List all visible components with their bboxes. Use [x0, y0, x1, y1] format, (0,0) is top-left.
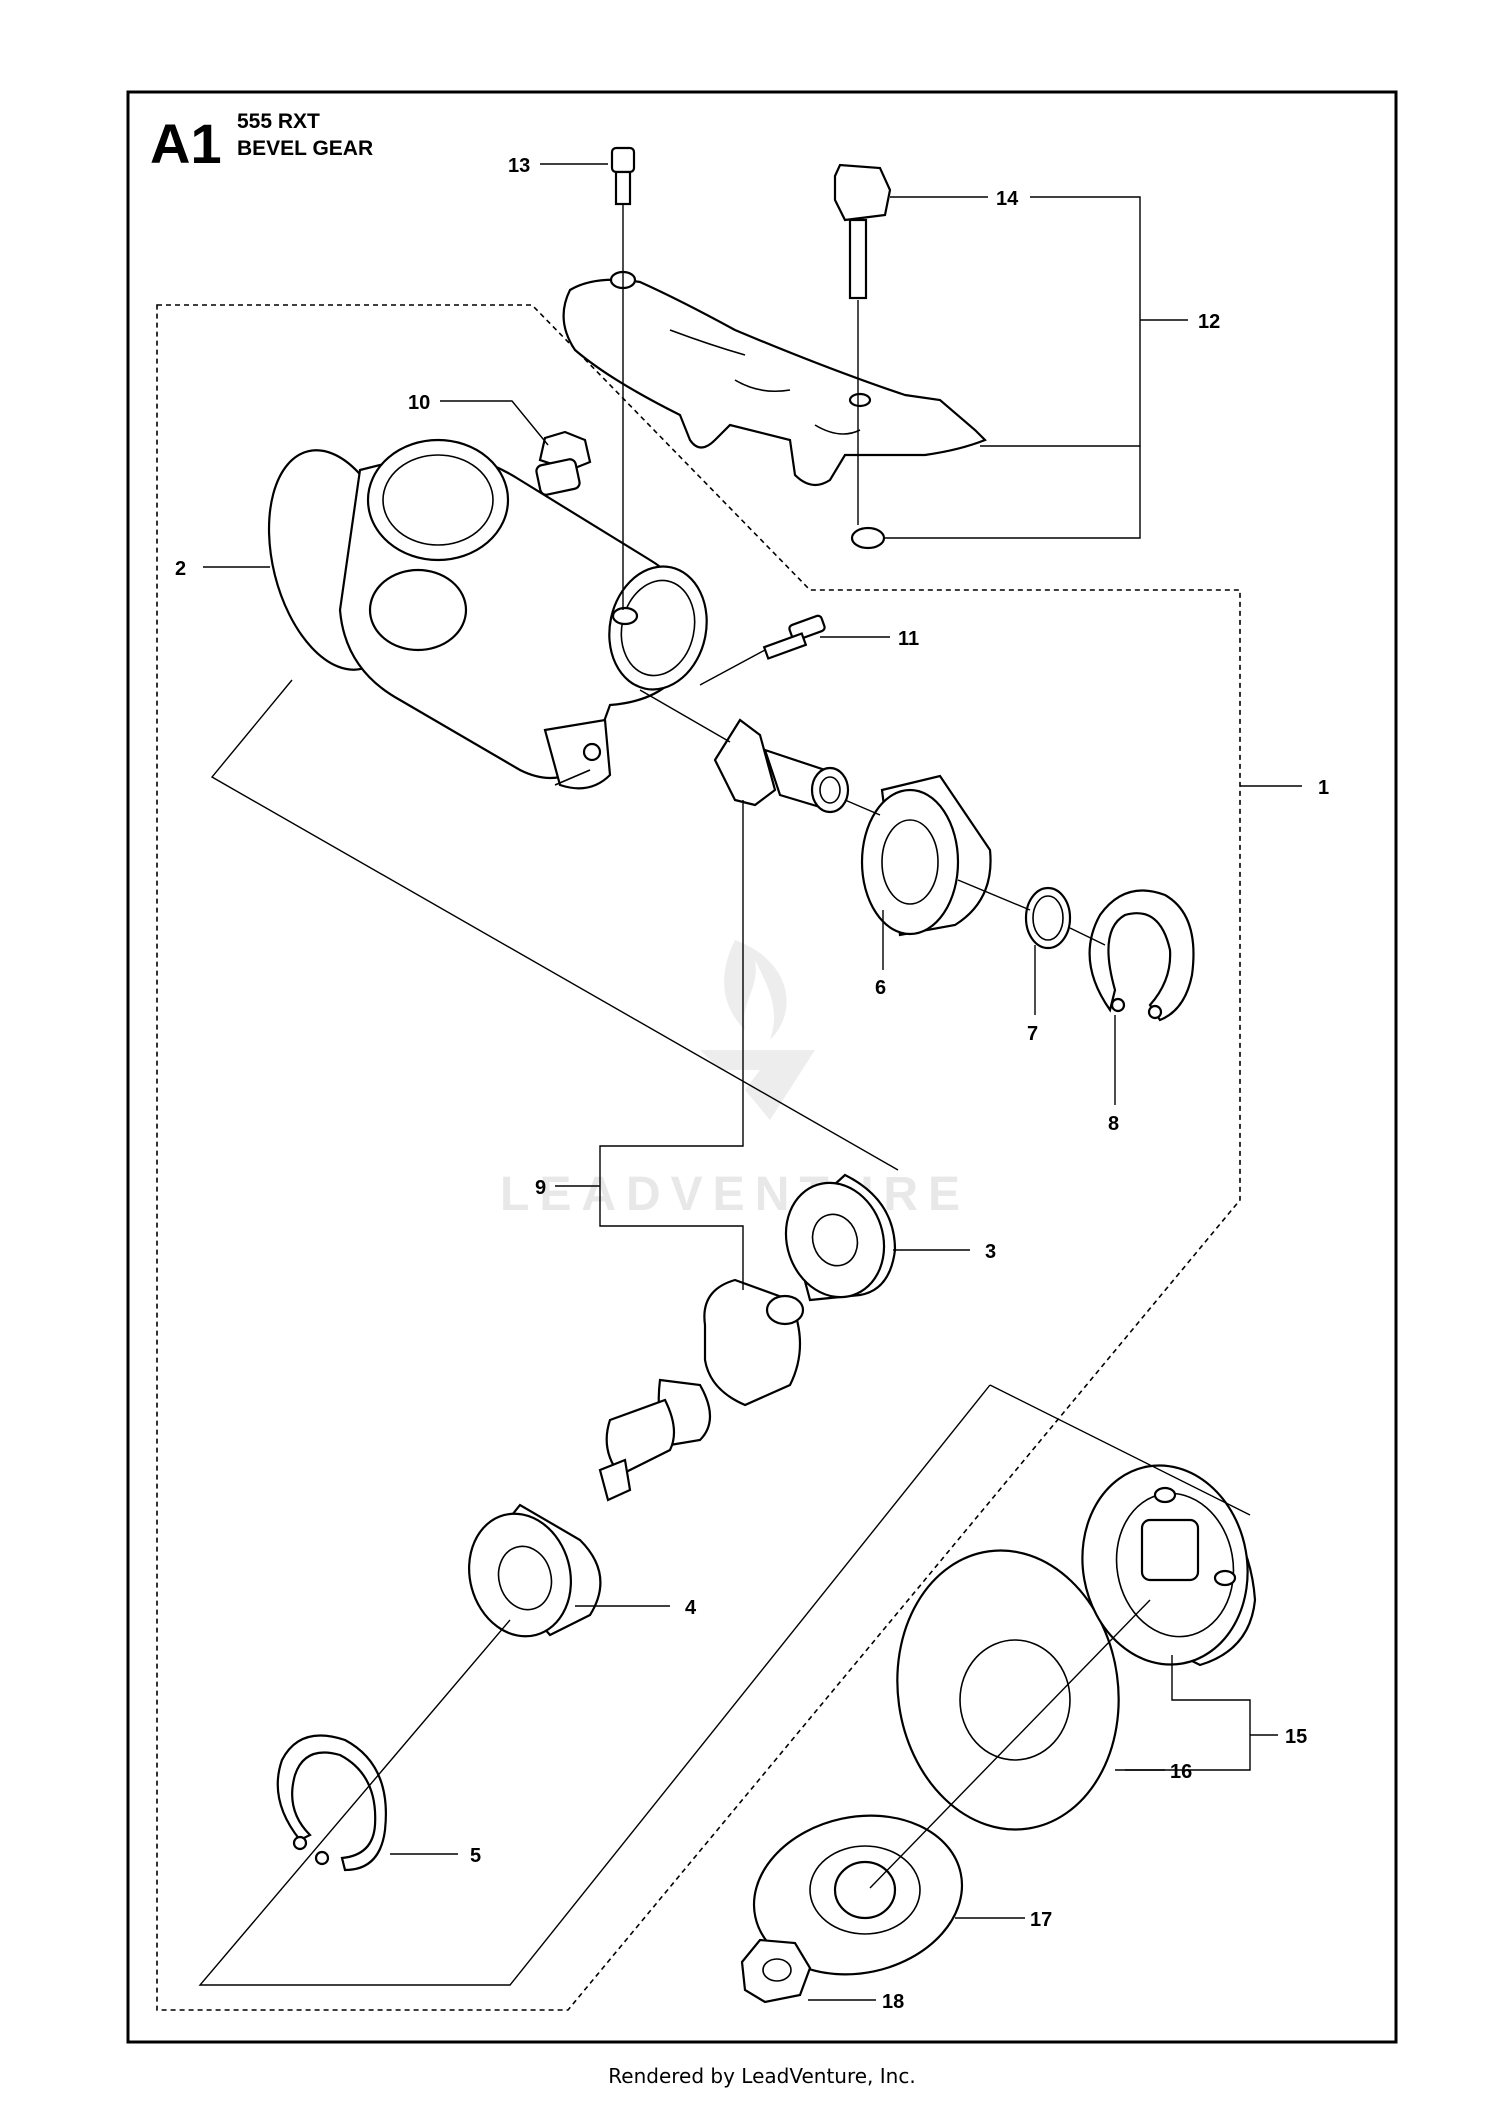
model-name: 555 RXT — [237, 110, 320, 133]
washer — [850, 526, 886, 550]
gear-housing — [267, 438, 708, 790]
callout-11: 11 — [898, 628, 919, 650]
callout-6: 6 — [875, 977, 886, 999]
footer-credit: Rendered by LeadVenture, Inc. — [608, 2064, 915, 2088]
callout-labels: 1 2 3 4 5 6 7 8 9 10 11 12 13 14 15 16 1… — [175, 155, 1329, 2013]
leadventure-watermark-logo — [700, 940, 815, 1120]
callout-3: 3 — [985, 1241, 996, 1263]
nut-18 — [740, 1938, 812, 2004]
callout-10: 10 — [408, 392, 430, 414]
callout-13: 13 — [508, 155, 530, 177]
cap-screw-13 — [610, 146, 636, 206]
shaft-clamp — [562, 270, 987, 487]
plug-screw — [535, 430, 592, 496]
bearing-6 — [860, 774, 992, 937]
circlip-7 — [1024, 886, 1072, 950]
bearing-4 — [468, 1503, 602, 1638]
callout-4: 4 — [685, 1597, 697, 1619]
callout-16: 16 — [1170, 1761, 1192, 1783]
callout-8: 8 — [1108, 1113, 1119, 1135]
callout-2: 2 — [175, 558, 186, 580]
section-name: BEVEL GEAR — [237, 137, 373, 160]
retaining-ring-8 — [1088, 889, 1195, 1022]
bevel-gear-shaft — [598, 1278, 805, 1502]
leader-lines — [198, 163, 1302, 2001]
bearing-3 — [784, 1173, 897, 1302]
clamp-screw-14 — [833, 163, 892, 300]
callout-1: 1 — [1318, 777, 1329, 799]
callout-18: 18 — [882, 1991, 904, 2013]
callout-7: 7 — [1027, 1023, 1038, 1045]
support-cup-16 — [896, 1549, 1120, 1831]
callout-15: 15 — [1285, 1726, 1307, 1748]
callout-9: 9 — [535, 1177, 546, 1199]
drive-disc-15 — [1081, 1464, 1257, 1667]
screw-11 — [762, 614, 826, 660]
pinion-gear — [713, 718, 850, 814]
diagram-frame — [126, 90, 1398, 2044]
cup-17 — [752, 1814, 964, 1976]
watermark-text: LEADVENTURE — [500, 1168, 970, 1221]
section-id: A1 — [150, 112, 222, 175]
callout-14: 14 — [996, 188, 1019, 210]
callout-17: 17 — [1030, 1909, 1052, 1931]
retaining-ring-5 — [276, 1734, 387, 1872]
callout-12: 12 — [1198, 311, 1220, 333]
callout-5: 5 — [470, 1845, 481, 1867]
